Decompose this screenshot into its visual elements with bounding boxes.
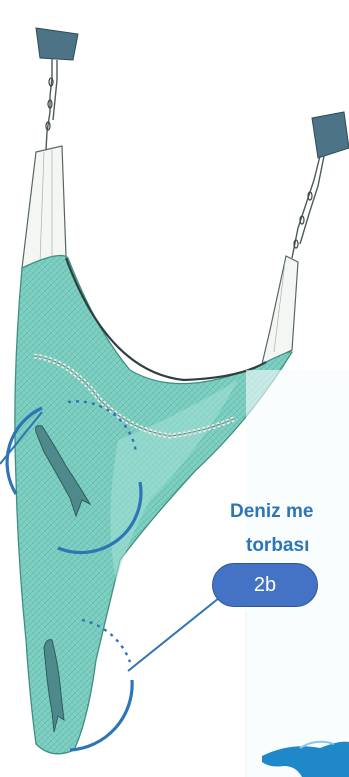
badge-label: 2b (254, 574, 276, 597)
callout-title-line2: torbası (246, 536, 309, 555)
label-badge-2b: 2b (212, 563, 318, 607)
right-float (312, 112, 349, 158)
callout-title-line1: Deniz me (230, 502, 313, 521)
right-wing (262, 256, 298, 364)
warp-ropes (46, 58, 324, 258)
left-float (36, 28, 78, 60)
callout-leader-2b (128, 598, 219, 671)
left-wing (22, 146, 66, 268)
rope-links (46, 78, 312, 248)
